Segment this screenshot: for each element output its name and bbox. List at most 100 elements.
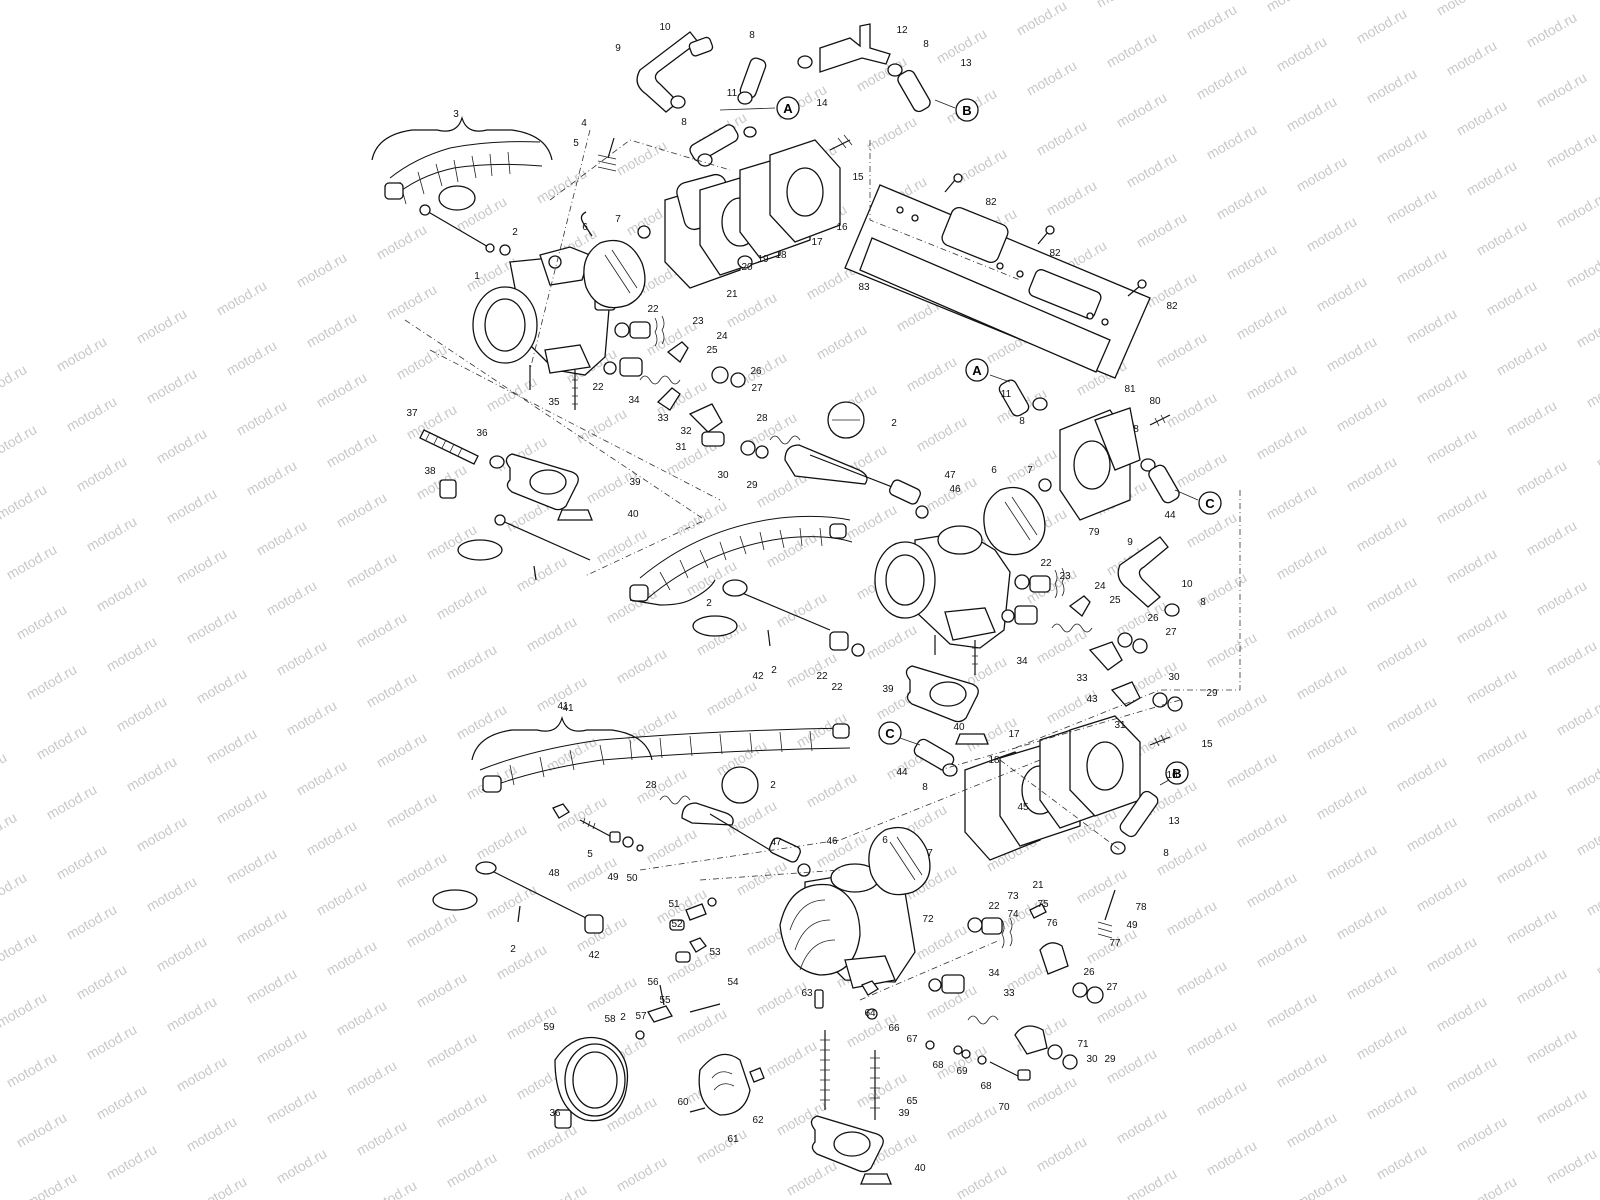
watermark-text: motod.ru	[194, 665, 250, 706]
part-callout-number: 71	[1077, 1039, 1089, 1050]
watermark-text: motod.ru	[74, 453, 130, 494]
mounting-plate	[844, 173, 1151, 379]
watermark-text: motod.ru	[0, 809, 19, 850]
part-callout-number: 35	[548, 397, 560, 408]
part-callout-number: 49	[1126, 920, 1138, 931]
part-callout-number: 8	[1163, 848, 1169, 859]
watermark-text: motod.ru	[1344, 961, 1400, 1002]
watermark-text: motod.ru	[1164, 389, 1220, 430]
watermark-text: motod.ru	[0, 869, 29, 910]
watermark-text: motod.ru	[1424, 933, 1480, 974]
watermark-text: motod.ru	[1214, 689, 1270, 730]
watermark-text: motod.ru	[404, 909, 460, 950]
part-callout-number: 73	[1007, 891, 1019, 902]
watermark-text: motod.ru	[1114, 597, 1170, 638]
watermark-text: motod.ru	[1204, 121, 1260, 162]
part-callout-number: 58	[604, 1014, 616, 1025]
watermark-text: motod.ru	[1384, 185, 1440, 226]
watermark-text: motod.ru	[1194, 61, 1250, 102]
part-callout-number: 52	[671, 919, 683, 930]
watermark-text: motod.ru	[384, 789, 440, 830]
watermark-text: motod.ru	[1534, 1085, 1590, 1126]
part-callout-number: 66	[888, 1023, 900, 1034]
watermark-text: motod.ru	[444, 641, 500, 682]
part-callout-number: 2	[771, 665, 777, 676]
marker-c-lower-letter: C	[885, 726, 895, 741]
carburetor-2-gasket	[905, 665, 989, 745]
watermark-text: motod.ru	[334, 997, 390, 1038]
watermark-text: motod.ru	[344, 549, 400, 590]
watermark-text: motod.ru	[1254, 421, 1310, 462]
marker-b-lower-letter: B	[1172, 766, 1181, 781]
watermark-text: motod.ru	[1074, 865, 1130, 906]
watermark-text: motod.ru	[164, 485, 220, 526]
watermark-text: motod.ru	[1104, 29, 1160, 70]
part-callout-number: 13	[960, 58, 972, 69]
watermark-text: motod.ru	[94, 573, 150, 614]
watermark-text: motod.ru	[1344, 453, 1400, 494]
part-callout-number: 51	[668, 899, 680, 910]
part-callout-number: 82	[1166, 301, 1178, 312]
part-callout-number: 21	[1032, 880, 1044, 891]
part-callout-number: 22	[816, 671, 828, 682]
watermark-text: motod.ru	[1324, 841, 1380, 882]
part-callout-number: 82	[985, 197, 997, 208]
watermark-text: motod.ru	[1104, 1045, 1160, 1086]
watermark-text: motod.ru	[814, 321, 870, 362]
watermark-text: motod.ru	[434, 581, 490, 622]
part-callout-number: 41	[557, 701, 569, 712]
marker-c-lower: C	[878, 721, 921, 746]
watermark-text: motod.ru	[374, 729, 430, 770]
part-callout-number: 2	[510, 944, 516, 955]
marker-c-right: C	[1174, 489, 1222, 515]
part-callout-number: 22	[1040, 558, 1052, 569]
watermark-text: motod.ru	[1274, 541, 1330, 582]
watermark-text: motod.ru	[224, 337, 280, 378]
watermark-text: motod.ru	[1594, 937, 1600, 978]
watermark-text: motod.ru	[154, 933, 210, 974]
watermark-text: motod.ru	[1184, 1017, 1240, 1058]
watermark-text: motod.ru	[44, 781, 100, 822]
part-callout-number: 28	[645, 780, 657, 791]
part-callout-number: 7	[927, 848, 933, 859]
part-callout-number: 25	[1109, 595, 1121, 606]
watermark-text: motod.ru	[1484, 277, 1540, 318]
watermark-text: motod.ru	[254, 517, 310, 558]
part-callout-number: 69	[956, 1066, 968, 1077]
watermark-text: motod.ru	[104, 1141, 160, 1182]
part-callout-number: 39	[629, 477, 641, 488]
watermark-text: motod.ru	[174, 545, 230, 586]
watermark-text: motod.ru	[14, 601, 70, 642]
watermark-text: motod.ru	[624, 705, 680, 746]
part-callout-number: 30	[1168, 672, 1180, 683]
marker-b-top-letter: B	[962, 103, 971, 118]
part-callout-number: 76	[1046, 918, 1058, 929]
part-callout-number: 67	[906, 1034, 918, 1045]
watermark-text: motod.ru	[1404, 813, 1460, 854]
watermark-text: motod.ru	[1434, 0, 1490, 19]
watermark-text: motod.ru	[1564, 249, 1600, 290]
part-callout-number: 29	[746, 480, 758, 491]
watermark-text: motod.ru	[1434, 485, 1490, 526]
watermark-text: motod.ru	[64, 901, 120, 942]
watermark-text: motod.ru	[1354, 1021, 1410, 1062]
part-callout-number: 22	[831, 682, 843, 693]
watermark-text: motod.ru	[804, 769, 860, 810]
part-callout-number: 40	[914, 1163, 926, 1174]
watermark-text: motod.ru	[1534, 577, 1590, 618]
watermark-text: motod.ru	[1114, 1105, 1170, 1146]
watermark-text: motod.ru	[694, 1125, 750, 1166]
watermark-text: motod.ru	[854, 1069, 910, 1110]
part-callout-number: 19	[757, 254, 769, 265]
part-callout-number: 20	[741, 262, 753, 273]
part-callout-number: 47	[770, 837, 782, 848]
watermark-text: motod.ru	[1294, 661, 1350, 702]
watermark-text: motod.ru	[1444, 1053, 1500, 1094]
watermark-text: motod.ru	[1024, 57, 1080, 98]
watermark-text: motod.ru	[1184, 1, 1240, 42]
watermark-text: motod.ru	[364, 1177, 420, 1200]
part-callout-number: 82	[1049, 248, 1061, 259]
part-callout-number: 24	[1094, 581, 1106, 592]
watermark-text: motod.ru	[1414, 873, 1470, 914]
part-callout-number: 65	[906, 1096, 918, 1107]
